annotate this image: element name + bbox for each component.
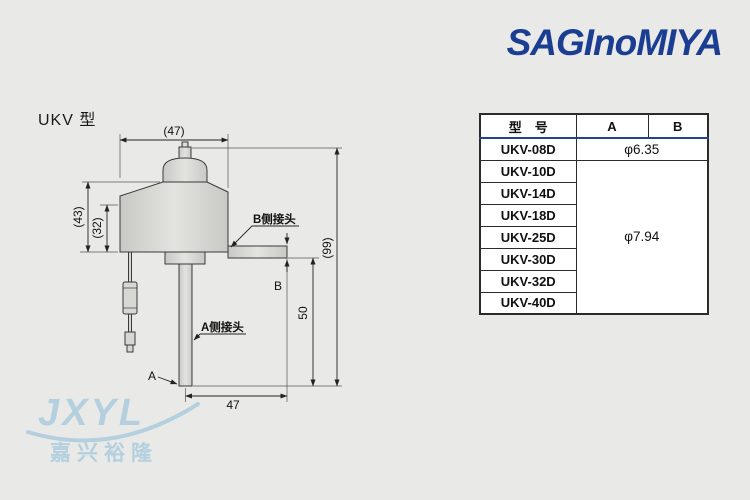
valve-main-body: [119, 181, 229, 253]
model-cell: UKV-25D: [479, 225, 577, 249]
dim-top-width: (47): [163, 124, 184, 138]
technical-drawing: (47) (43) (32) (99) 50 47 B A B侧接头 A侧接头: [71, 124, 342, 412]
label-b-port: B侧接头: [253, 212, 296, 226]
model-cell: UKV-08D: [479, 137, 577, 161]
model-cell: UKV-32D: [479, 269, 577, 293]
table-row: UKV-10D φ7.94: [479, 159, 709, 315]
table-row: UKV-32D: [479, 269, 708, 293]
dim-total-height: (99): [320, 237, 334, 258]
table-row: UKV-08D φ6.35: [479, 137, 709, 161]
capillary-fitting-tip: [126, 344, 134, 353]
model-cell: UKV-10D: [479, 159, 577, 183]
dim-body-height: (43): [71, 206, 85, 227]
watermark-company: 嘉兴裕隆: [50, 442, 158, 465]
header-model: 型 号: [479, 113, 577, 139]
table-header-row: 型 号 A B: [479, 113, 709, 139]
valve-dome: [162, 157, 208, 183]
table-row: UKV-14D: [479, 181, 708, 205]
label-a-leader: [157, 376, 178, 385]
dim-bottom-width: 47: [226, 398, 240, 412]
model-cell: UKV-18D: [479, 203, 577, 227]
label-a: A: [148, 369, 156, 383]
spec-table: 型 号 A B UKV-08D φ6.35 UKV-10D φ7.94 UKV-…: [479, 113, 709, 315]
capillary-tube-upper: [128, 251, 132, 283]
capillary-fitting: [124, 331, 136, 346]
valve-flange: [164, 251, 206, 265]
label-b: B: [274, 279, 282, 293]
extension-lines: [80, 134, 342, 402]
model-cell: UKV-14D: [479, 181, 577, 205]
watermark-logo-text: JXYL: [38, 392, 146, 434]
brand-logo: SAGInoMIYA: [506, 22, 723, 63]
diameter-cell-large: φ7.94: [575, 159, 709, 315]
diameter-cell-small: φ6.35: [575, 137, 709, 161]
dimension-texts: (47) (43) (32) (99) 50 47 B A: [71, 124, 334, 412]
b-port-leader: [230, 225, 253, 248]
connector-labels: B侧接头 A侧接头: [201, 212, 296, 334]
label-a-port: A侧接头: [201, 320, 244, 334]
capillary-bulb: [122, 281, 138, 315]
table-row: UKV-40D: [479, 291, 708, 315]
valve-body: [119, 141, 288, 387]
model-cell: UKV-40D: [479, 291, 577, 315]
watermark-swoosh-icon: [26, 402, 200, 443]
drawing-title: UKV 型: [38, 112, 97, 129]
pipe-a-side: [178, 263, 193, 387]
pipe-b-side: [227, 245, 288, 259]
header-a: A: [575, 113, 649, 139]
dimension-lines: [85, 137, 340, 399]
dim-pipe-drop: 50: [296, 306, 310, 320]
table-row: UKV-30D: [479, 247, 708, 271]
model-cell: UKV-30D: [479, 247, 577, 271]
a-port-leader: [193, 333, 201, 341]
table-row: UKV-18D: [479, 203, 708, 227]
capillary-assembly: [122, 251, 138, 353]
dim-inner-height: (32): [90, 217, 104, 238]
watermark: JXYL 嘉兴裕隆: [24, 392, 209, 467]
capillary-tube-lower: [128, 313, 132, 333]
header-b: B: [647, 113, 709, 139]
